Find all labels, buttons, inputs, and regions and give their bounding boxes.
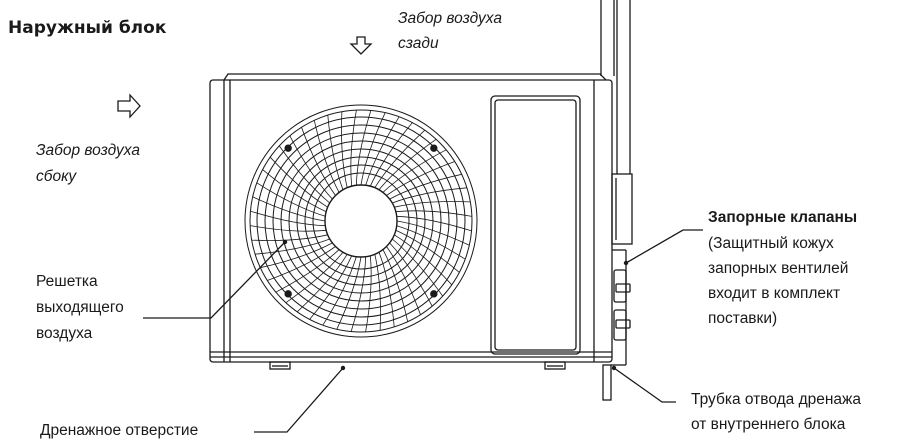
label-air-rear: Забор воздуха [398, 10, 502, 27]
valve-assembly [602, 173, 633, 401]
outdoor-unit-body [209, 73, 613, 363]
label-valves-note: (Защитный кожух [708, 235, 834, 252]
label-drain-hole: Дренажное отверстие [40, 422, 199, 439]
label-air-rear: сзади [398, 35, 439, 52]
air-arrow-rear [349, 36, 373, 55]
label-drain-pipe: Трубка отвода дренажа [691, 391, 862, 408]
side-panel [490, 95, 581, 355]
leader-drain-pipe [613, 367, 676, 403]
label-grille: Решетка [36, 273, 98, 290]
leader-drain-hole [254, 367, 344, 433]
label-valves-note: поставки) [708, 310, 778, 327]
label-valves-title: Запорные клапаны [708, 209, 858, 226]
label-valves-note: запорных вентилей [708, 260, 849, 277]
label-air-side: Забор воздуха [36, 142, 140, 159]
label-grille: воздуха [36, 325, 93, 342]
label-air-side: сбоку [36, 168, 77, 185]
label-valves-note: входит в комплект [708, 285, 841, 302]
diagram-title: Наружный блок [8, 18, 167, 38]
indoor-pipe [600, 0, 631, 174]
fan-grille [244, 104, 478, 338]
label-grille: выходящего [36, 299, 124, 316]
leader-valves [625, 229, 703, 264]
label-drain-pipe: от внутреннего блока [691, 416, 846, 433]
unit-feet [269, 361, 566, 370]
air-arrow-side [117, 93, 141, 119]
